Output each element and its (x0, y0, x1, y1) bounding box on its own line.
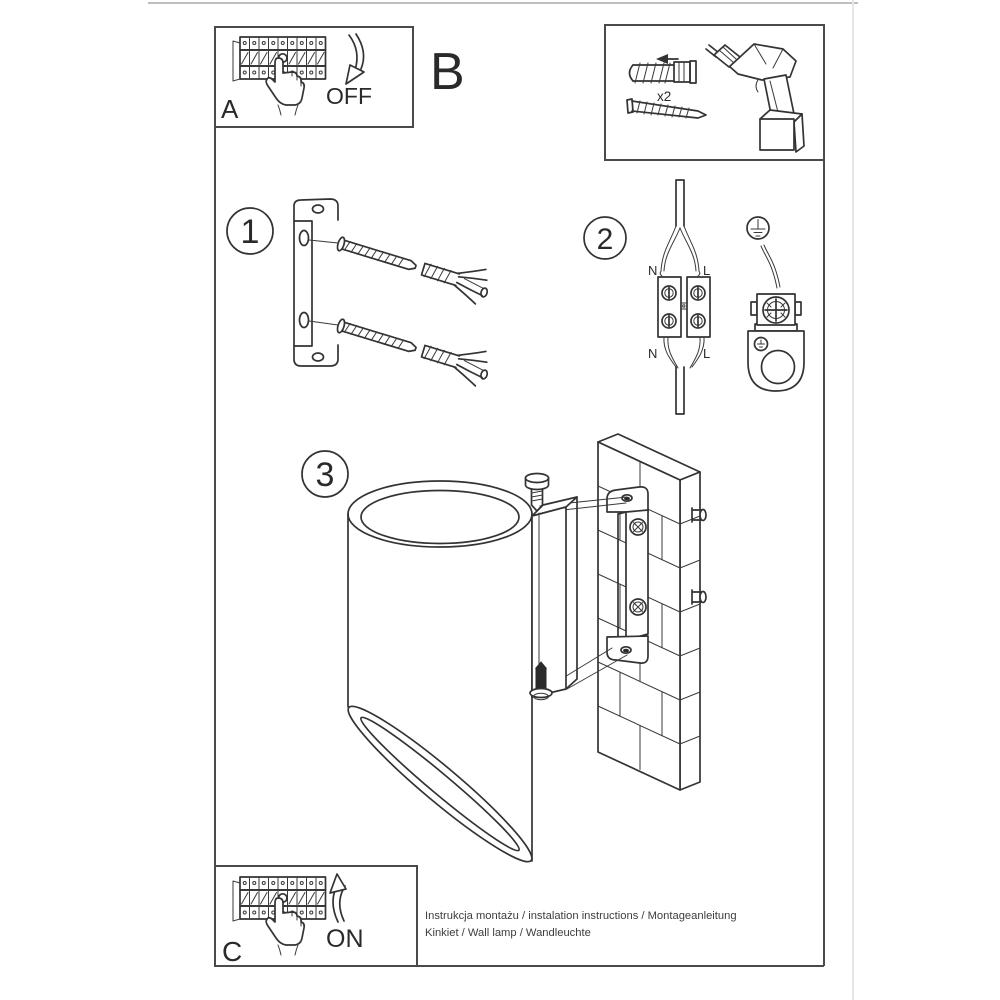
earth-assembly (746, 216, 805, 392)
cable-clamp-bracket-icon (747, 330, 805, 392)
mains-cable-bottom-icon (663, 336, 705, 415)
footer: Instrukcja montażu / instalation instruc… (425, 910, 737, 939)
footer-line-1: Instrukcja montażu / instalation instruc… (425, 910, 737, 922)
panel-c-action-label: ON (326, 925, 364, 953)
panel-c-power-on: ON C (214, 865, 418, 967)
terminal-block-icon (657, 276, 711, 338)
terminal-label-l-top: L (703, 263, 710, 278)
sheet-frame (214, 25, 825, 967)
panel-a-power-off: OFF A (214, 26, 414, 128)
curved-arrow-down-icon (345, 33, 365, 85)
mounting-bracket-icon (293, 198, 339, 367)
panel-c-label: C (222, 936, 242, 967)
section-b-label: B (430, 43, 465, 101)
wall-lamp-cylinder (347, 480, 533, 863)
step-1: 1 (226, 198, 495, 390)
screw-with-wall-plug-icon (332, 225, 495, 308)
earth-terminal-icon (750, 293, 802, 332)
wood-screw-icon (626, 98, 707, 119)
mounting-plate (531, 496, 578, 698)
fixing-screw-bottom-icon (529, 661, 553, 701)
earth-wire (760, 244, 781, 289)
parts-quantity-label: x2 (657, 89, 671, 104)
step-1-number: 1 (241, 213, 260, 251)
curved-arrow-up-icon (329, 873, 347, 923)
earth-ground-icon (746, 216, 770, 240)
terminal-label-n-top: N (648, 263, 657, 278)
lamp-bottom-opening (347, 705, 533, 863)
brick-wall (597, 433, 701, 791)
wall-screw-icon (691, 507, 707, 605)
alignment-lines (531, 496, 628, 698)
terminal-label-n-bottom: N (648, 346, 657, 361)
parts-box: x2 (604, 24, 825, 161)
panel-a-label: A (221, 94, 239, 124)
wall-plug-icon (628, 54, 697, 84)
scan-artifacts (148, 0, 858, 1000)
step-2-number: 2 (597, 223, 614, 256)
step-2: 2 N L N L (583, 179, 711, 415)
footer-line-2: Kinkiet / Wall lamp / Wandleuchte (425, 927, 591, 939)
terminal-label-l-bottom: L (703, 346, 710, 361)
step-3-number: 3 (316, 456, 335, 494)
wall-bracket-icon (606, 486, 649, 664)
fixing-screw-top-icon (524, 472, 550, 512)
step-3: 3 (301, 433, 707, 863)
drill-icon (705, 43, 805, 153)
screw-with-wall-plug-icon (332, 307, 495, 390)
panel-a-action-label: OFF (326, 83, 372, 109)
mains-cable-icon (659, 179, 701, 277)
